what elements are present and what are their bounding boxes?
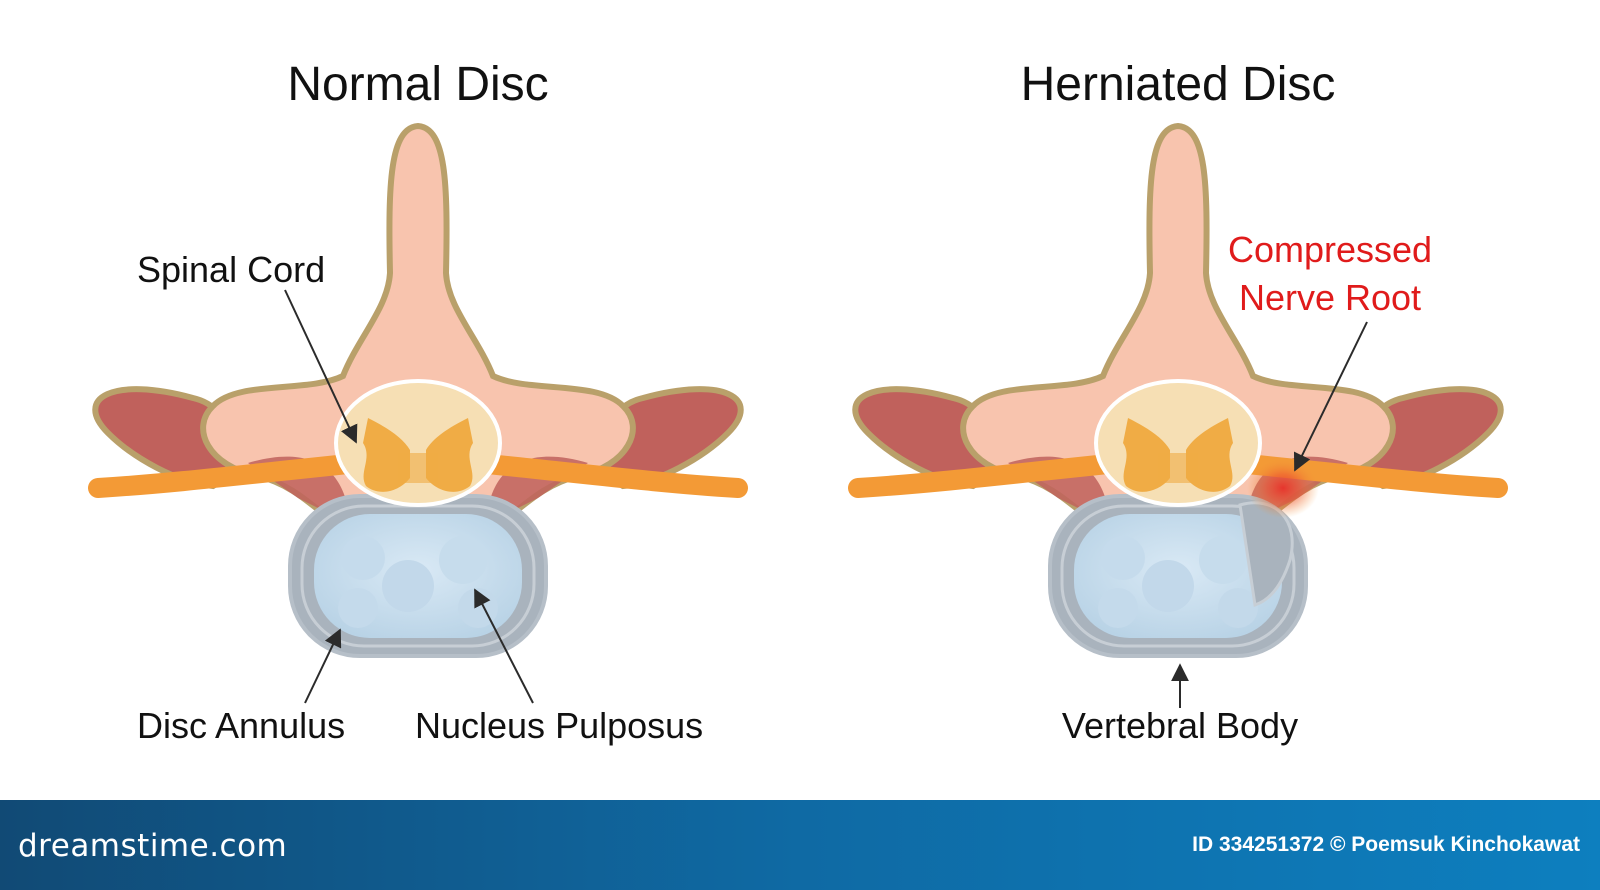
vertebral-body-label: Vertebral Body [1062, 705, 1298, 746]
disc-annulus-label: Disc Annulus [137, 705, 345, 746]
image-credit: ID 334251372 © Poemsuk Kinchokawat [1192, 833, 1580, 856]
disc-annulus-arrow [304, 628, 342, 704]
herniated-vertebra-illustration [855, 126, 1500, 656]
compressed-label: Compressed [1228, 229, 1432, 270]
nerve-root-label: Nerve Root [1239, 277, 1421, 318]
nucleus-pulposus-arrow [474, 588, 534, 704]
disc-comparison-diagram: Normal Disc Spinal Cord Disc Annulus Nuc… [0, 58, 1600, 746]
herniated-disc-title: Herniated Disc [1021, 58, 1336, 111]
herniated-disc-panel: Herniated Disc Compressed Nerve Root Ver… [855, 58, 1500, 746]
compression-glow [1247, 458, 1319, 518]
compressed-nerve-arrow [1293, 321, 1368, 472]
nucleus-pulposus-label: Nucleus Pulposus [415, 705, 703, 746]
spinal-cord-label: Spinal Cord [137, 249, 325, 290]
normal-disc-panel: Normal Disc Spinal Cord Disc Annulus Nuc… [95, 58, 740, 746]
normal-disc-title: Normal Disc [287, 58, 548, 111]
normal-vertebra-illustration [95, 126, 740, 656]
spinal-cord-arrow [284, 289, 358, 444]
brand-logo[interactable]: dreamstime.com [18, 828, 288, 864]
footer-bar: dreamstime.com ID 334251372 © Poemsuk Ki… [0, 800, 1600, 890]
